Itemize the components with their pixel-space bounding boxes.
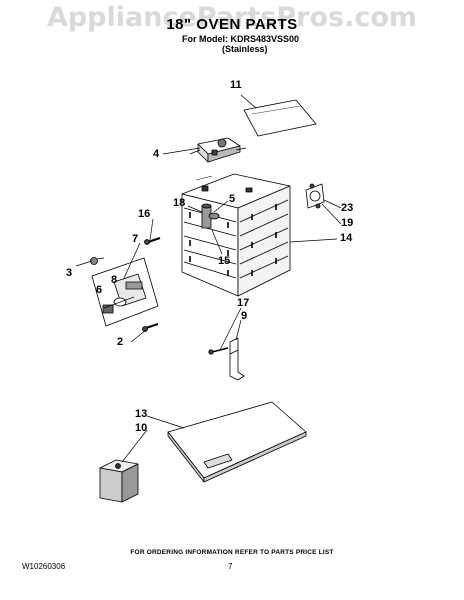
callout-23: 23 [341,202,354,214]
callout-4: 4 [153,148,160,160]
part-4-control-assembly [189,137,247,163]
callout-6: 6 [96,284,103,296]
variant-label: (Stainless) [222,44,268,54]
page-number: 7 [228,562,233,571]
callout-5: 5 [229,193,236,205]
part-3-fastener [90,257,98,265]
callout-13: 13 [135,408,148,420]
ordering-note: FOR ORDERING INFORMATION REFER TO PARTS … [130,549,334,556]
part-10-block [99,459,139,503]
part-13-bottom-panel [167,401,307,483]
leader-lines [75,94,342,463]
callout-19: 19 [341,217,354,229]
callout-10: 10 [135,422,148,434]
callout-17: 17 [237,297,250,309]
watermark: AppliancePartsPros.com [46,2,418,33]
callout-14: 14 [340,232,353,244]
part-9-17-bracket [208,337,245,381]
part-11-top-sheet [243,99,317,137]
oven-cavity-frame [181,173,291,297]
callout-15: 15 [218,255,231,267]
part-19-23-gasket-plate [305,183,325,209]
part-18-sensor [201,203,220,229]
callout-3: 3 [66,267,73,279]
callout-11: 11 [230,79,242,91]
model-line: For Model: KDRS483VSS00 [182,34,300,44]
part-2-screw [142,322,159,332]
callout-7: 7 [132,233,139,245]
callout-8: 8 [111,274,118,286]
part-7-side-panel [89,257,159,327]
callout-18: 18 [173,197,186,209]
callout-16: 16 [138,208,151,220]
callout-2: 2 [117,336,124,348]
callout-9: 9 [241,310,248,322]
diagram-title: 18" OVEN PARTS [166,16,298,33]
part-16-screw [144,236,161,245]
document-number: W10260306 [22,562,66,571]
